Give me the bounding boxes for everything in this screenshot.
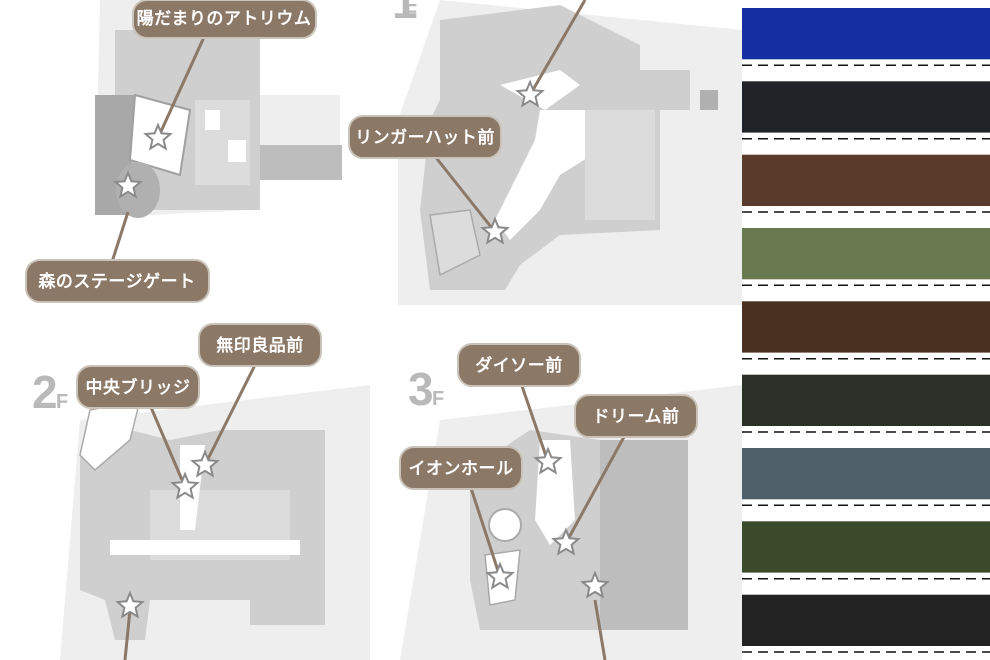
floor-number-2f: 2 bbox=[32, 366, 58, 418]
star-marker-icon bbox=[480, 216, 510, 245]
callout-label: 無印良品前 bbox=[216, 335, 304, 356]
star-marker-icon bbox=[533, 446, 563, 475]
photo-band bbox=[742, 374, 990, 426]
star-marker-icon bbox=[485, 561, 515, 590]
callout-ringer-hut[interactable]: リンガーハット前 bbox=[348, 115, 502, 159]
floor-guide-maps: 1 F 2 F 3 F bbox=[0, 0, 742, 660]
floor-suffix-2f: F bbox=[56, 391, 68, 413]
callout-chuo-bridge[interactable]: 中央ブリッジ bbox=[76, 365, 200, 409]
callout-label: リンガーハット前 bbox=[355, 127, 495, 148]
callout-dream[interactable]: ドリーム前 bbox=[574, 394, 698, 438]
spot-markers bbox=[113, 79, 610, 619]
callout-muji[interactable]: 無印良品前 bbox=[198, 323, 322, 367]
star-marker-icon bbox=[190, 449, 220, 478]
callout-mori-stage-gate[interactable]: 森のステージゲート bbox=[25, 259, 210, 303]
callout-label: ダイソー前 bbox=[475, 355, 563, 376]
star-marker-icon bbox=[551, 527, 581, 556]
callout-label: ドリーム前 bbox=[593, 406, 680, 427]
photo-strip bbox=[742, 0, 990, 660]
photo-band bbox=[742, 594, 990, 646]
star-marker-icon bbox=[515, 79, 545, 108]
star-marker-icon bbox=[143, 122, 173, 151]
callout-daiso[interactable]: ダイソー前 bbox=[457, 343, 581, 387]
leader-lines bbox=[110, 0, 627, 660]
photo-strip-icon bbox=[742, 8, 990, 653]
callout-label: 陽だまりのアトリウム bbox=[137, 9, 312, 29]
callout-label: イオンホール bbox=[409, 459, 514, 479]
floor-number-3f: 3 bbox=[408, 363, 434, 415]
star-marker-icon bbox=[113, 170, 143, 199]
map-panel-1f: 1 F bbox=[380, 0, 742, 320]
callout-label: 中央ブリッジ bbox=[86, 377, 191, 398]
star-marker-icon bbox=[580, 570, 610, 599]
photo-band bbox=[742, 8, 990, 60]
star-marker-icon bbox=[170, 471, 200, 500]
floor-suffix-1f: F bbox=[405, 1, 417, 23]
floor-suffix-3f: F bbox=[432, 388, 444, 410]
photo-band bbox=[742, 154, 990, 206]
callout-aeon-hall[interactable]: イオンホール bbox=[399, 446, 523, 490]
star-marker-icon bbox=[115, 590, 145, 619]
photo-band bbox=[742, 81, 990, 133]
floor-number-1f: 1 bbox=[392, 0, 418, 28]
photo-band bbox=[742, 448, 990, 500]
callout-label: 森のステージゲート bbox=[38, 271, 195, 292]
callout-hidamari-atrium[interactable]: 陽だまりのアトリウム bbox=[132, 0, 317, 39]
photo-band bbox=[742, 228, 990, 280]
photo-band bbox=[742, 521, 990, 573]
map-panel-upper-left bbox=[0, 0, 370, 320]
photo-band bbox=[742, 301, 990, 353]
